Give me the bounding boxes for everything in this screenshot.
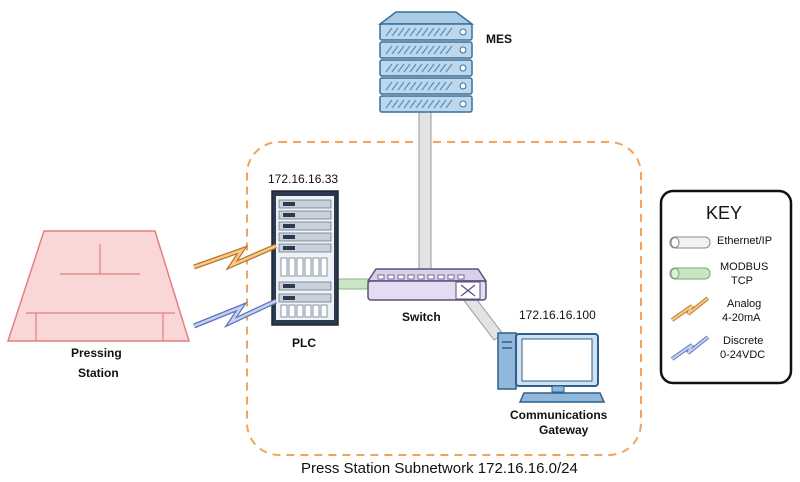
key-modbus-label-line1: MODBUS — [720, 261, 769, 273]
station-label-line2: Station — [78, 366, 119, 380]
modbus-link-plc-switch — [337, 278, 371, 290]
plc-ip-label: 172.16.16.33 — [268, 172, 339, 186]
key-ethernet-label: Ethernet/IP — [717, 235, 773, 247]
gateway-computer-icon — [497, 332, 606, 403]
switch-icon — [366, 268, 488, 301]
subnet-boundary — [246, 141, 642, 456]
subnet-label: Press Station Subnetwork 172.16.16.0/24 — [301, 460, 578, 477]
analog-zigzag-icon — [670, 296, 710, 322]
key-discrete-label-line2: 0-24VDC — [720, 349, 766, 361]
discrete-signal-link — [193, 298, 278, 329]
station-label-line1: Pressing — [71, 346, 122, 360]
plc-label: PLC — [292, 336, 316, 350]
key-analog-label-line1: Analog — [727, 298, 762, 310]
mes-server-icon — [377, 11, 475, 113]
discrete-zigzag-icon — [670, 335, 710, 361]
ethernet-link-mes-switch — [418, 111, 432, 273]
pressing-station-icon — [6, 230, 191, 342]
ethernet-cable-icon — [669, 236, 711, 249]
modbus-cable-icon — [669, 267, 711, 280]
key-discrete-label-line1: Discrete — [723, 335, 764, 347]
key-analog-label-line2: 4-20mA — [722, 312, 761, 324]
plc-rack-icon — [271, 190, 339, 326]
gateway-label-line1: Communications — [510, 408, 608, 422]
gateway-label-line2: Gateway — [539, 423, 589, 437]
key-title: KEY — [706, 203, 743, 223]
mes-label: MES — [486, 32, 513, 46]
switch-label: Switch — [402, 310, 441, 324]
gateway-ip-label: 172.16.16.100 — [519, 308, 596, 322]
analog-signal-link — [193, 243, 277, 271]
key-modbus-label-line2: TCP — [731, 275, 753, 287]
